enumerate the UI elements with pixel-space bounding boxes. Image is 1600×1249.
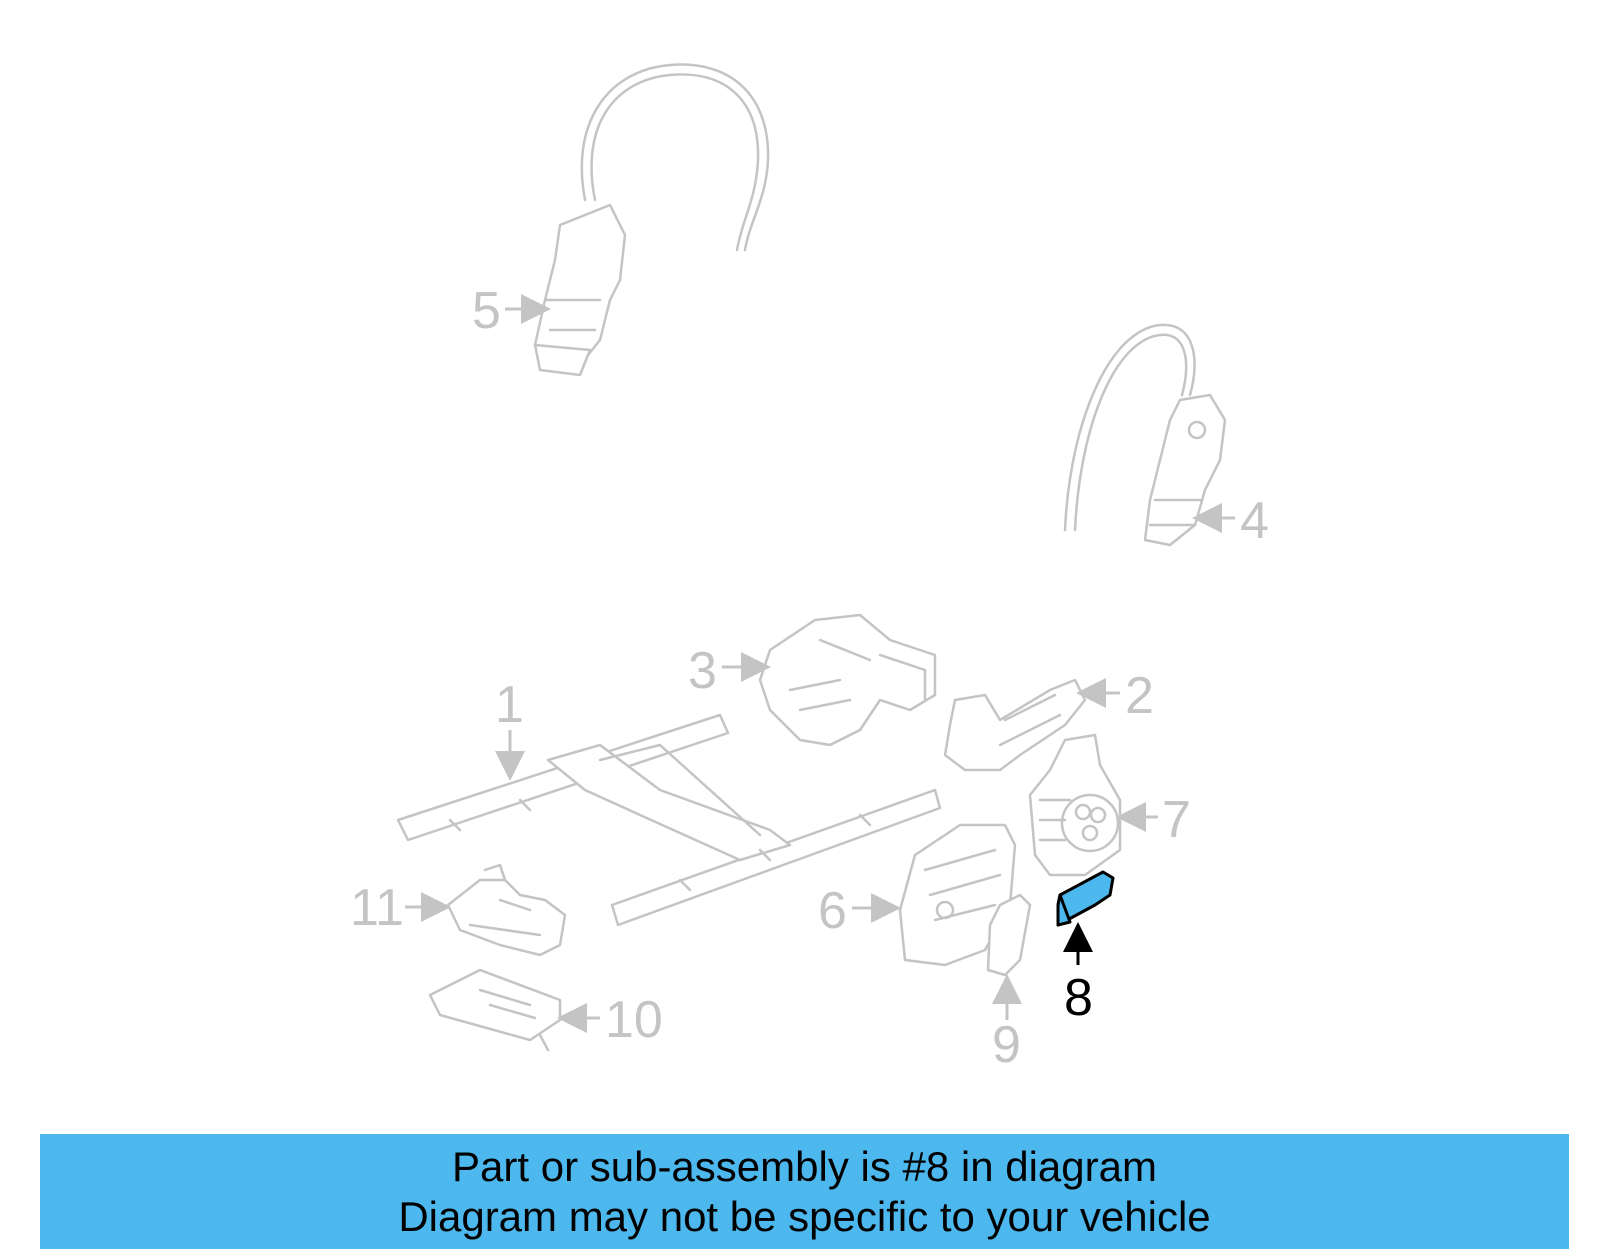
part-3-motor-assembly — [758, 613, 937, 747]
callout-1[interactable]: 1 — [495, 676, 524, 734]
callout-5[interactable]: 5 — [472, 282, 501, 340]
callout-10[interactable]: 10 — [605, 991, 663, 1049]
info-banner: Part or sub-assembly is #8 in diagram Di… — [40, 1134, 1569, 1249]
part-10-module-box — [428, 968, 562, 1052]
part-11-bracket — [446, 863, 567, 957]
part-1-seat-track — [396, 713, 942, 927]
part-6-control-unit — [898, 823, 1017, 967]
part-7-module — [1028, 733, 1122, 877]
callout-2[interactable]: 2 — [1125, 667, 1154, 725]
part-2-motor — [943, 678, 1087, 772]
callout-8[interactable]: 8 — [1064, 969, 1093, 1027]
part-9-cover — [986, 893, 1032, 977]
part-5-motor-with-cable — [533, 63, 770, 377]
banner-line-1: Part or sub-assembly is #8 in diagram — [452, 1143, 1157, 1190]
callout-4[interactable]: 4 — [1240, 492, 1269, 550]
parts-diagram: 5 4 3 2 1 7 — [350, 63, 1269, 1074]
callout-11[interactable]: 11 — [350, 879, 404, 937]
callout-7[interactable]: 7 — [1162, 791, 1191, 849]
callout-3[interactable]: 3 — [688, 642, 717, 700]
callout-9[interactable]: 9 — [992, 1016, 1021, 1074]
part-4-motor-with-cable — [1063, 323, 1227, 547]
part-8-highlighted[interactable] — [1056, 870, 1115, 927]
callout-6[interactable]: 6 — [818, 882, 847, 940]
banner-line-2: Diagram may not be specific to your vehi… — [398, 1193, 1211, 1240]
